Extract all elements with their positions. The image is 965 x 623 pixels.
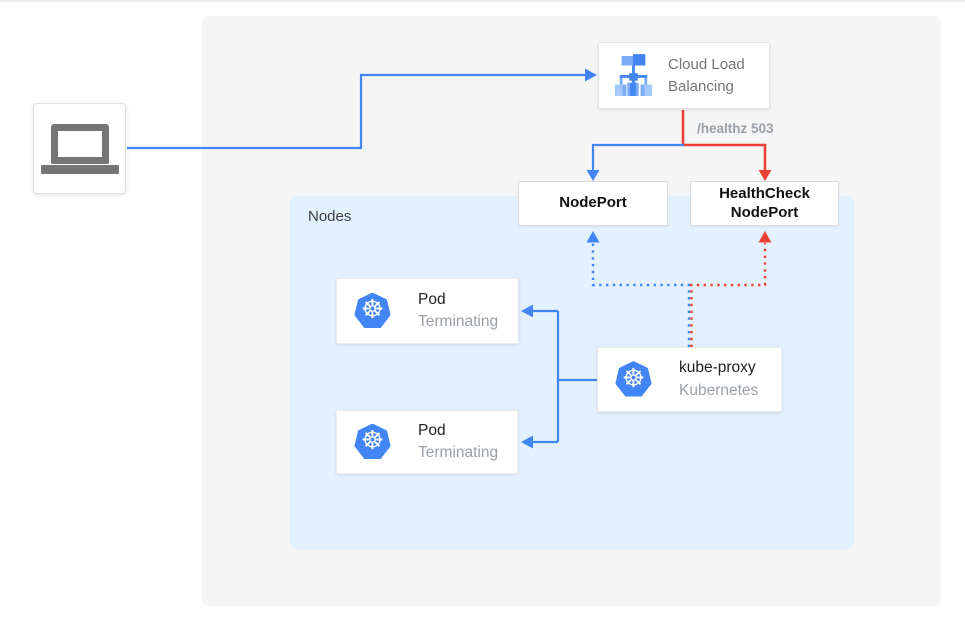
kube-proxy-subtitle: Kubernetes	[679, 381, 759, 399]
healthcheck-nodeport-node: HealthCheck NodePort	[690, 181, 839, 226]
healthz-status-label: /healthz 503	[697, 121, 774, 136]
cloud-load-balancing-node: Cloud Load Balancing	[598, 42, 770, 109]
nodeport-label: NodePort	[559, 194, 627, 212]
kube-proxy-title: kube-proxy	[679, 359, 756, 377]
kubernetes-icon: ☸	[354, 292, 391, 329]
kubernetes-icon: ☸	[615, 361, 652, 397]
nodes-group-label: Nodes	[308, 208, 352, 225]
kube-proxy-node: ☸ kube-proxy Kubernetes	[597, 347, 782, 412]
pod-node-2: ☸ Pod Terminating	[336, 410, 518, 474]
pod-status: Terminating	[418, 313, 499, 330]
client-node	[33, 103, 126, 194]
top-divider	[0, 0, 965, 2]
pod-title: Pod	[418, 290, 446, 308]
cloud-load-balancing-label: Cloud Load Balancing	[668, 55, 745, 95]
laptop-icon	[40, 123, 119, 174]
pod-status: Terminating	[418, 444, 499, 461]
pod-node-1: ☸ Pod Terminating	[336, 278, 519, 344]
kubernetes-icon: ☸	[354, 423, 391, 460]
cloud-load-balancing-icon	[614, 54, 652, 96]
pod-title: Pod	[418, 421, 446, 439]
healthcheck-nodeport-label: HealthCheck NodePort	[719, 184, 810, 221]
nodeport-node: NodePort	[518, 181, 668, 226]
